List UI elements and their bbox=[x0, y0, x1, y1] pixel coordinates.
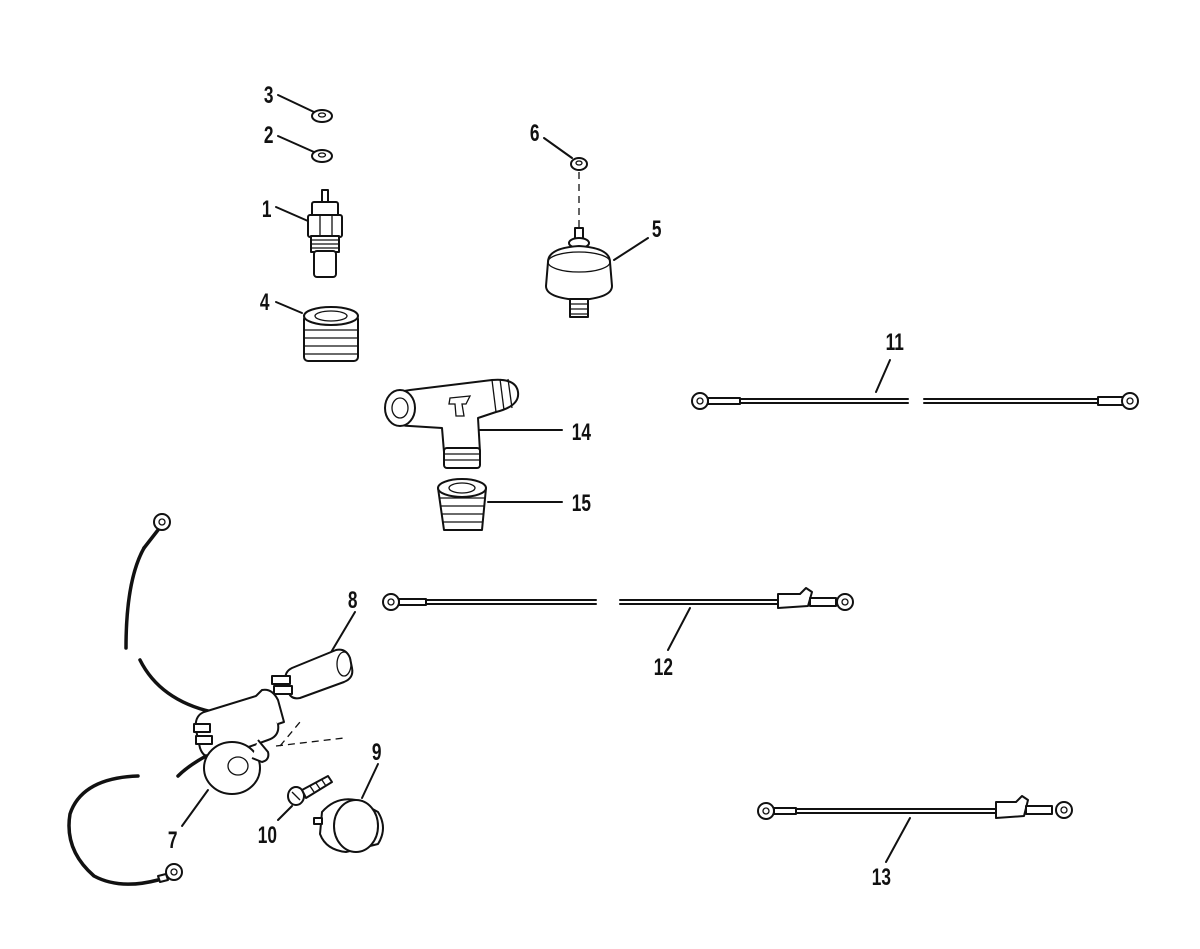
callout-15: 15 bbox=[572, 490, 592, 516]
part-14-tee-fitting: 14 bbox=[384, 378, 592, 469]
callout-12: 12 bbox=[654, 654, 673, 680]
callout-11: 11 bbox=[886, 329, 905, 355]
part-4-bushing: 4 bbox=[260, 289, 359, 362]
part-2-washer: 2 bbox=[264, 122, 333, 163]
callout-5: 5 bbox=[652, 216, 662, 242]
callout-9: 9 bbox=[372, 739, 382, 765]
callout-3: 3 bbox=[264, 82, 274, 108]
part-3-nut: 3 bbox=[264, 82, 333, 123]
callout-6: 6 bbox=[530, 120, 540, 146]
callout-4: 4 bbox=[260, 289, 270, 315]
part-7-sender-assembly: 7 bbox=[67, 513, 345, 886]
part-12-wire-lead: 12 bbox=[382, 587, 854, 681]
callout-10: 10 bbox=[258, 822, 277, 848]
part-5-oil-pressure-sender: 5 bbox=[545, 216, 662, 318]
callout-1: 1 bbox=[262, 196, 272, 222]
part-10-screw: 10 bbox=[258, 775, 333, 849]
part-8-connector-boot: 8 bbox=[271, 587, 358, 700]
part-9-cap: 9 bbox=[313, 739, 384, 853]
callout-2: 2 bbox=[264, 122, 274, 148]
callout-13: 13 bbox=[872, 864, 891, 890]
callout-7: 7 bbox=[168, 827, 178, 853]
part-1-temperature-sender: 1 bbox=[262, 189, 343, 278]
callout-14: 14 bbox=[572, 419, 592, 445]
part-11-wire-lead: 11 bbox=[691, 329, 1139, 410]
callout-8: 8 bbox=[348, 587, 358, 613]
part-13-wire-lead: 13 bbox=[757, 795, 1073, 891]
part-6-nut: 6 bbox=[530, 120, 588, 230]
part-15-adapter: 15 bbox=[437, 478, 592, 531]
